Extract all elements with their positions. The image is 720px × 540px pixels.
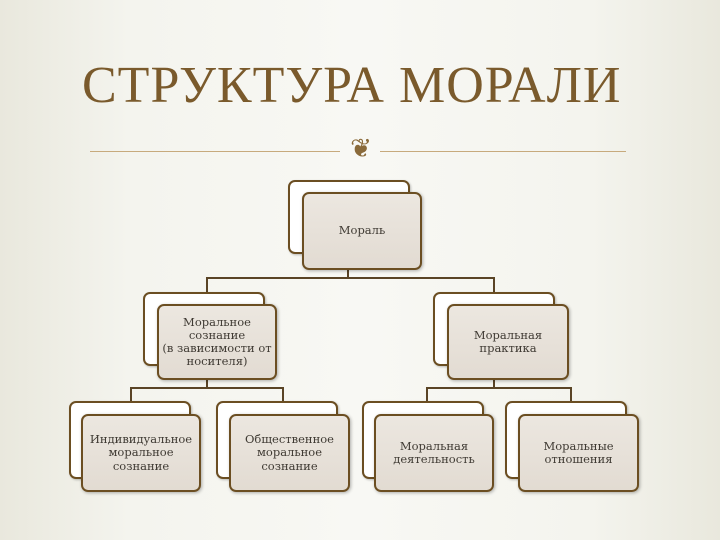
node-label: Моральное сознание (в зависимости от нос… (162, 314, 272, 369)
node-label: Моральная практика (473, 327, 543, 355)
scroll-ornament-icon: ❦ (350, 134, 372, 164)
connector-root-consciousness (206, 270, 349, 294)
connector-root-practice (347, 270, 495, 294)
node-front: Индивидуальное моральное сознание (81, 414, 201, 492)
node-label: Индивидуальное моральное сознание (89, 432, 193, 473)
node-moral-activity: Моральная деятельность (362, 401, 496, 493)
node-individual-moral-consciousness: Индивидуальное моральное сознание (69, 401, 203, 493)
node-label: Мораль (338, 223, 386, 238)
node-label: Общественное моральное сознание (245, 432, 334, 473)
node-moral-practice: Моральная практика (433, 292, 571, 382)
connector-practice-relations (493, 378, 572, 404)
node-front: Мораль (302, 192, 422, 270)
node-moral-relations: Моральные отношения (505, 401, 641, 493)
node-morality: Мораль (288, 180, 424, 272)
node-label: Моральная деятельность (393, 438, 475, 466)
slide-title: СТРУКТУРА МОРАЛИ (82, 57, 622, 114)
node-social-moral-consciousness: Общественное моральное сознание (216, 401, 352, 493)
node-front: Моральное сознание (в зависимости от нос… (157, 304, 277, 380)
node-front: Моральная деятельность (374, 414, 494, 492)
connector-consciousness-social (206, 378, 284, 404)
node-front: Общественное моральное сознание (229, 414, 350, 492)
node-moral-consciousness: Моральное сознание (в зависимости от нос… (143, 292, 279, 382)
node-front: Моральные отношения (518, 414, 639, 492)
title-divider-right (380, 151, 626, 152)
node-label: Моральные отношения (543, 438, 614, 466)
node-front: Моральная практика (447, 304, 569, 380)
title-divider-left (90, 151, 340, 152)
